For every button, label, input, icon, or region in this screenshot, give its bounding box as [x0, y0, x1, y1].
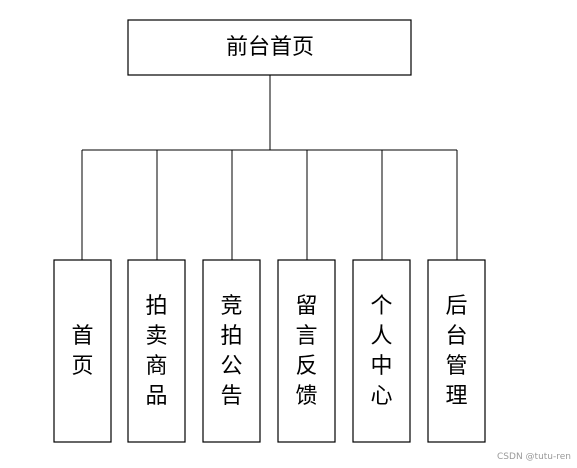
label-character: 拍 [220, 324, 242, 349]
label-character: 卖 [145, 324, 167, 349]
child-node-label: 竞拍公告 [220, 294, 242, 409]
label-character: 品 [145, 384, 167, 409]
child-node-1: 首页 [53, 259, 112, 443]
child-node-label: 留言反馈 [295, 294, 317, 409]
child-node-label: 拍卖商品 [145, 294, 167, 409]
label-character: 人 [370, 324, 392, 349]
label-character: 拍 [145, 294, 167, 319]
child-node-box [352, 259, 411, 443]
child-node-box [277, 259, 336, 443]
label-character: 首 [71, 324, 93, 349]
label-character: 告 [220, 384, 242, 409]
label-character: 反 [295, 354, 317, 379]
label-character: 管 [445, 354, 467, 379]
label-character: 页 [71, 354, 93, 379]
root-node-label: 前台首页 [226, 35, 314, 60]
child-node-2: 拍卖商品 [127, 259, 186, 443]
watermark-text: CSDN @tutu-ren [497, 452, 571, 462]
label-character: 个 [370, 294, 392, 319]
label-character: 竞 [220, 294, 242, 319]
label-character: 中 [370, 354, 392, 379]
child-node-label: 个人中心 [370, 294, 392, 409]
child-node-5: 个人中心 [352, 259, 411, 443]
child-node-label: 后台管理 [445, 294, 467, 409]
child-node-box [202, 259, 261, 443]
label-character: 留 [295, 294, 317, 319]
label-character: 后 [445, 294, 467, 319]
label-character: 心 [370, 384, 392, 409]
root-node-box [127, 19, 412, 76]
child-node-3: 竞拍公告 [202, 259, 261, 443]
label-character: 理 [445, 384, 467, 409]
child-node-box [127, 259, 186, 443]
label-character: 台 [445, 324, 467, 349]
label-character: 言 [295, 324, 317, 349]
label-character: 公 [220, 354, 242, 379]
connectors [81, 75, 458, 260]
child-node-4: 留言反馈 [277, 259, 336, 443]
child-node-box [53, 259, 112, 443]
label-character: 商 [145, 354, 167, 379]
label-character: 馈 [295, 384, 317, 409]
child-node-box [427, 259, 486, 443]
root-node: 前台首页 [127, 19, 412, 76]
child-node-6: 后台管理 [427, 259, 486, 443]
child-node-label: 首页 [71, 324, 93, 379]
child-nodes: 首页 拍卖商品 竞拍公告 留言反馈 个人中心 后台管理 [53, 259, 486, 443]
